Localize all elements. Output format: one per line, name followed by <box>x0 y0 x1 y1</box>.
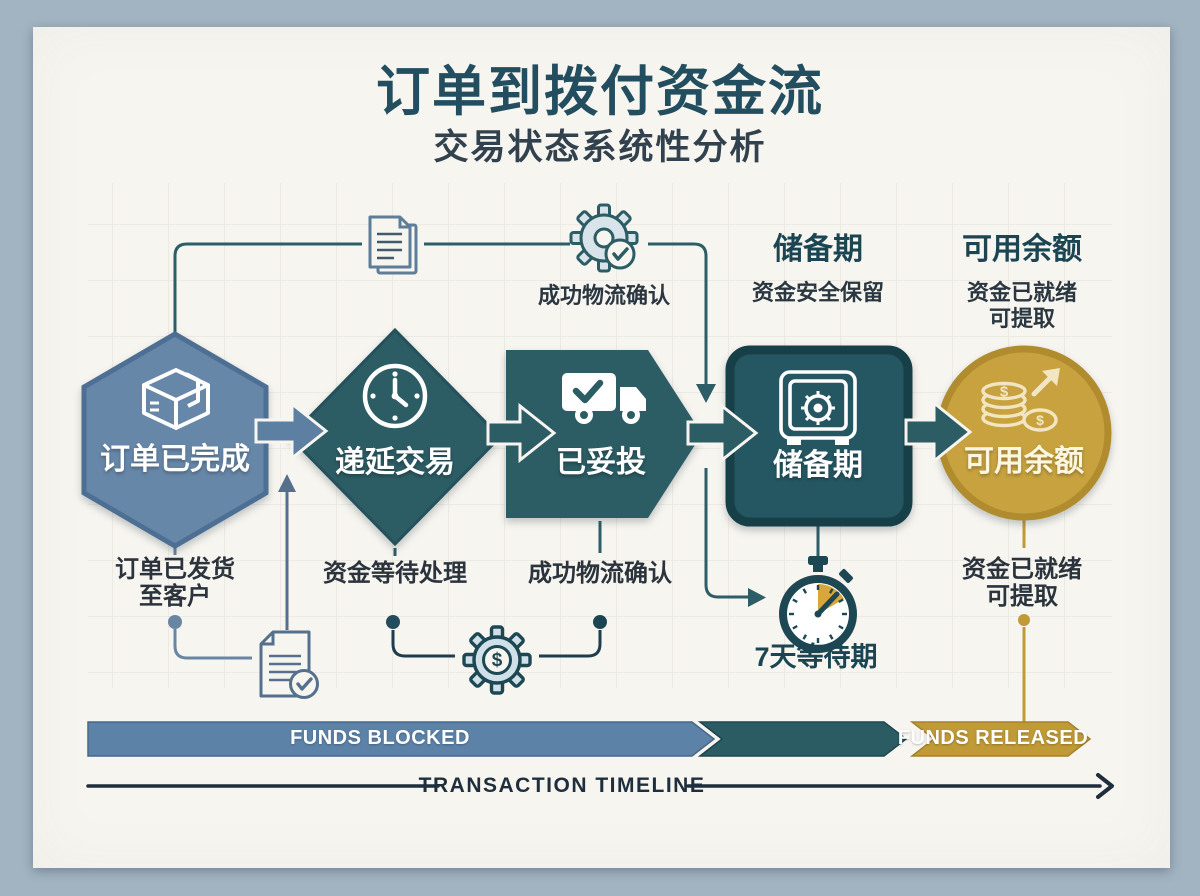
gold-connector <box>1018 518 1030 722</box>
connector-to-stopwatch <box>704 468 748 599</box>
clock-icon <box>362 363 428 429</box>
reserve-header-note: 资金安全保留 <box>751 280 885 305</box>
available-header: 可用余额 <box>962 233 1082 266</box>
connector-top-path <box>173 242 708 384</box>
note-funds-pending: 资金等待处理 <box>323 560 467 587</box>
page-subtitle: 交易状态系统性分析 <box>433 128 767 167</box>
doc-check-icon <box>259 630 319 699</box>
flow-arrow-4 <box>904 399 973 465</box>
truck-check-icon <box>562 373 646 424</box>
note-order-shipped-2: 至客户 <box>139 583 211 610</box>
bar-funds-blocked <box>87 721 716 757</box>
document-pages-icon <box>368 215 418 275</box>
timeline-arrow-icon <box>1096 773 1114 799</box>
flow-arrow-3 <box>686 402 759 464</box>
note-funds-ready-2: 可提取 <box>986 583 1058 610</box>
node-dot-shipped <box>168 615 182 629</box>
dollar-glyph: $ <box>492 650 503 671</box>
timeline-axis <box>86 773 1114 799</box>
flow-arrow-1 <box>254 400 329 462</box>
bar-funds-released <box>909 721 1092 757</box>
note-logistics-confirmed: 成功物流确认 <box>528 560 672 587</box>
stopwatch-icon <box>779 556 857 653</box>
stage-label-order-completed: 订单已完成 <box>100 443 250 476</box>
node-dot-pending <box>386 615 400 629</box>
funds-blocked-label: FUNDS BLOCKED <box>290 727 470 749</box>
up-arrowhead <box>278 474 296 492</box>
stage-label-delivered: 已妥投 <box>556 446 646 479</box>
stopwatch-arrowhead <box>748 588 766 607</box>
timeline-label: TRANSACTION TIMELINE <box>418 774 706 797</box>
connector-gear-dollar <box>391 630 602 658</box>
reserve-header: 储备期 <box>773 233 863 266</box>
confirmation-drop-arrow <box>696 384 716 403</box>
stage-label-reserve: 储备期 <box>773 449 863 482</box>
waiting-period-label: 7天等待期 <box>754 642 878 672</box>
vault-icon <box>779 370 857 445</box>
gear-dollar-icon: $ <box>462 625 532 695</box>
dollar-glyph: $ <box>1000 384 1009 401</box>
stage-hexagon-order-completed <box>81 331 269 549</box>
available-header-note-1: 资金已就绪 <box>966 280 1078 305</box>
stage-label-available: 可用余额 <box>964 445 1084 478</box>
funds-released-label: FUNDS RELEASED <box>897 727 1089 749</box>
coins-growth-icon: $ $ <box>981 368 1060 432</box>
note-funds-ready-1: 资金已就绪 <box>962 556 1082 583</box>
stage-box-reserve <box>725 345 913 527</box>
stage-label-deferred: 递延交易 <box>335 446 455 479</box>
available-header-note-2: 可提取 <box>988 306 1056 331</box>
node-dot-confirmed <box>593 615 607 629</box>
connector-dot-to-doccheck <box>173 629 252 660</box>
bar-reserve-segment <box>697 721 908 757</box>
stage-diamond-deferred <box>287 327 503 547</box>
note-order-shipped-1: 订单已发货 <box>115 556 235 583</box>
dollar-glyph: $ <box>1036 412 1044 428</box>
gear-check-icon <box>569 203 639 273</box>
package-icon <box>142 368 210 430</box>
flow-arrow-2 <box>486 402 557 464</box>
page-title: 订单到拨付资金流 <box>376 62 824 122</box>
stage-chevron-delivered <box>506 350 702 518</box>
top-confirmation-note: 成功物流确认 <box>537 283 671 308</box>
